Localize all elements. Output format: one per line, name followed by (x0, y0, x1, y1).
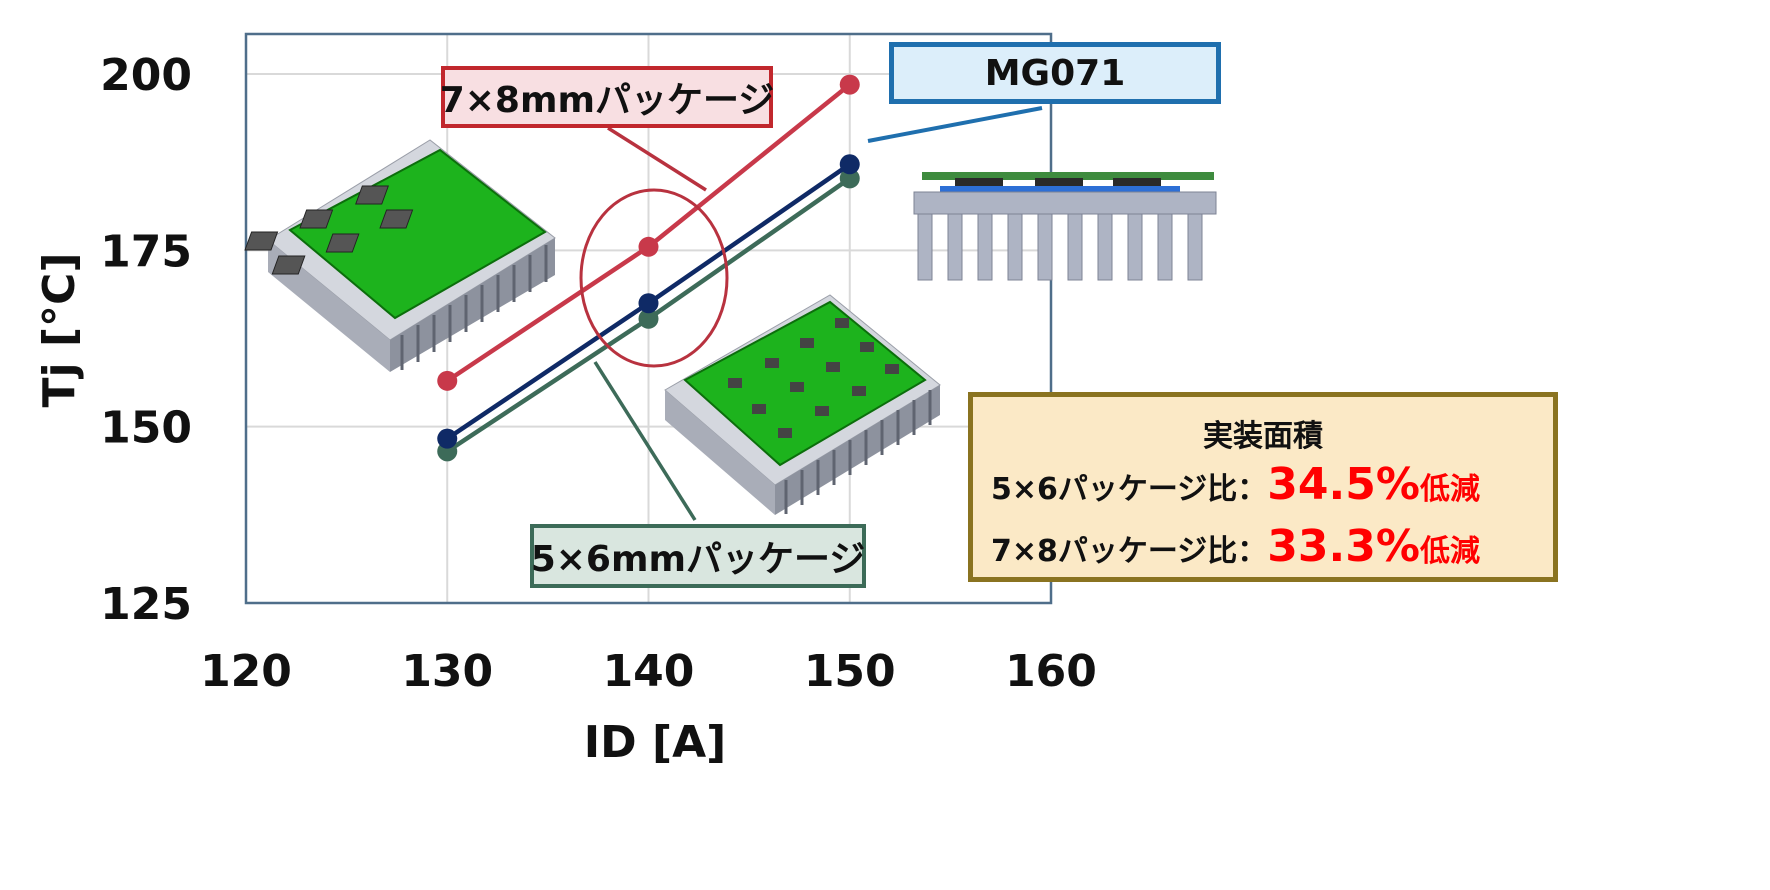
y-tick-label: 175 (100, 226, 192, 277)
heatsink-illustration-small-packages (664, 294, 941, 515)
x-tick-label: 120 (200, 646, 292, 697)
label-5x6-package: 5×6mmパッケージ (530, 524, 866, 588)
series-3 (437, 168, 860, 462)
area-row-suffix: 低減 (1419, 472, 1480, 507)
y-tick-label: 200 (100, 50, 192, 101)
area-row-label: 5×6パッケージ比： (991, 472, 1268, 507)
data-point (638, 236, 659, 257)
heatsink-illustration-large-packages (244, 139, 556, 372)
y-axis-title: Tj [°C] (34, 253, 85, 408)
area-row-value: 34.5% (1267, 459, 1420, 510)
data-point (638, 308, 659, 329)
leader-line-mg071 (867, 106, 1043, 143)
area-reduction-row-5x6: 5×6パッケージ比：34.5%低減 (991, 459, 1480, 510)
data-point (437, 428, 458, 449)
x-tick-label: 160 (1005, 646, 1097, 697)
area-row-label: 7×8パッケージ比： (991, 534, 1268, 569)
series-layer (437, 74, 860, 462)
plot-frame (244, 32, 1053, 605)
mounting-area-title: 実装面積 (1203, 419, 1323, 454)
area-row-suffix: 低減 (1419, 534, 1480, 569)
x-axis-title: ID [A] (584, 717, 726, 768)
x-tick-label: 140 (603, 646, 695, 697)
label-7x8-package: 7×8mmパッケージ (440, 66, 774, 128)
x-tick-labels: 120 130 140 150 160 (200, 646, 1097, 697)
highlight-circle (579, 188, 729, 368)
area-row-value: 33.3% (1267, 521, 1420, 572)
data-point (839, 74, 860, 95)
heatsink-side-view-illustration (913, 172, 1217, 281)
data-point (839, 154, 860, 175)
y-tick-label: 150 (100, 403, 192, 454)
mounting-area-box: 実装面積 5×6パッケージ比：34.5%低減 7×8パッケージ比：33.3%低減 (968, 392, 1558, 582)
x-tick-label: 150 (804, 646, 896, 697)
leader-line-7x8 (607, 126, 707, 192)
leader-line-5x6 (593, 361, 697, 521)
y-tick-label: 125 (100, 579, 192, 630)
data-point (839, 168, 860, 189)
area-reduction-row-7x8: 7×8パッケージ比：33.3%低減 (991, 521, 1480, 572)
data-point (638, 293, 659, 314)
data-point (437, 370, 458, 391)
series-2 (437, 154, 860, 449)
series-1 (437, 74, 860, 391)
y-tick-labels: 125 150 175 200 (100, 50, 192, 630)
label-mg071: MG071 (889, 42, 1221, 104)
x-tick-label: 130 (401, 646, 493, 697)
